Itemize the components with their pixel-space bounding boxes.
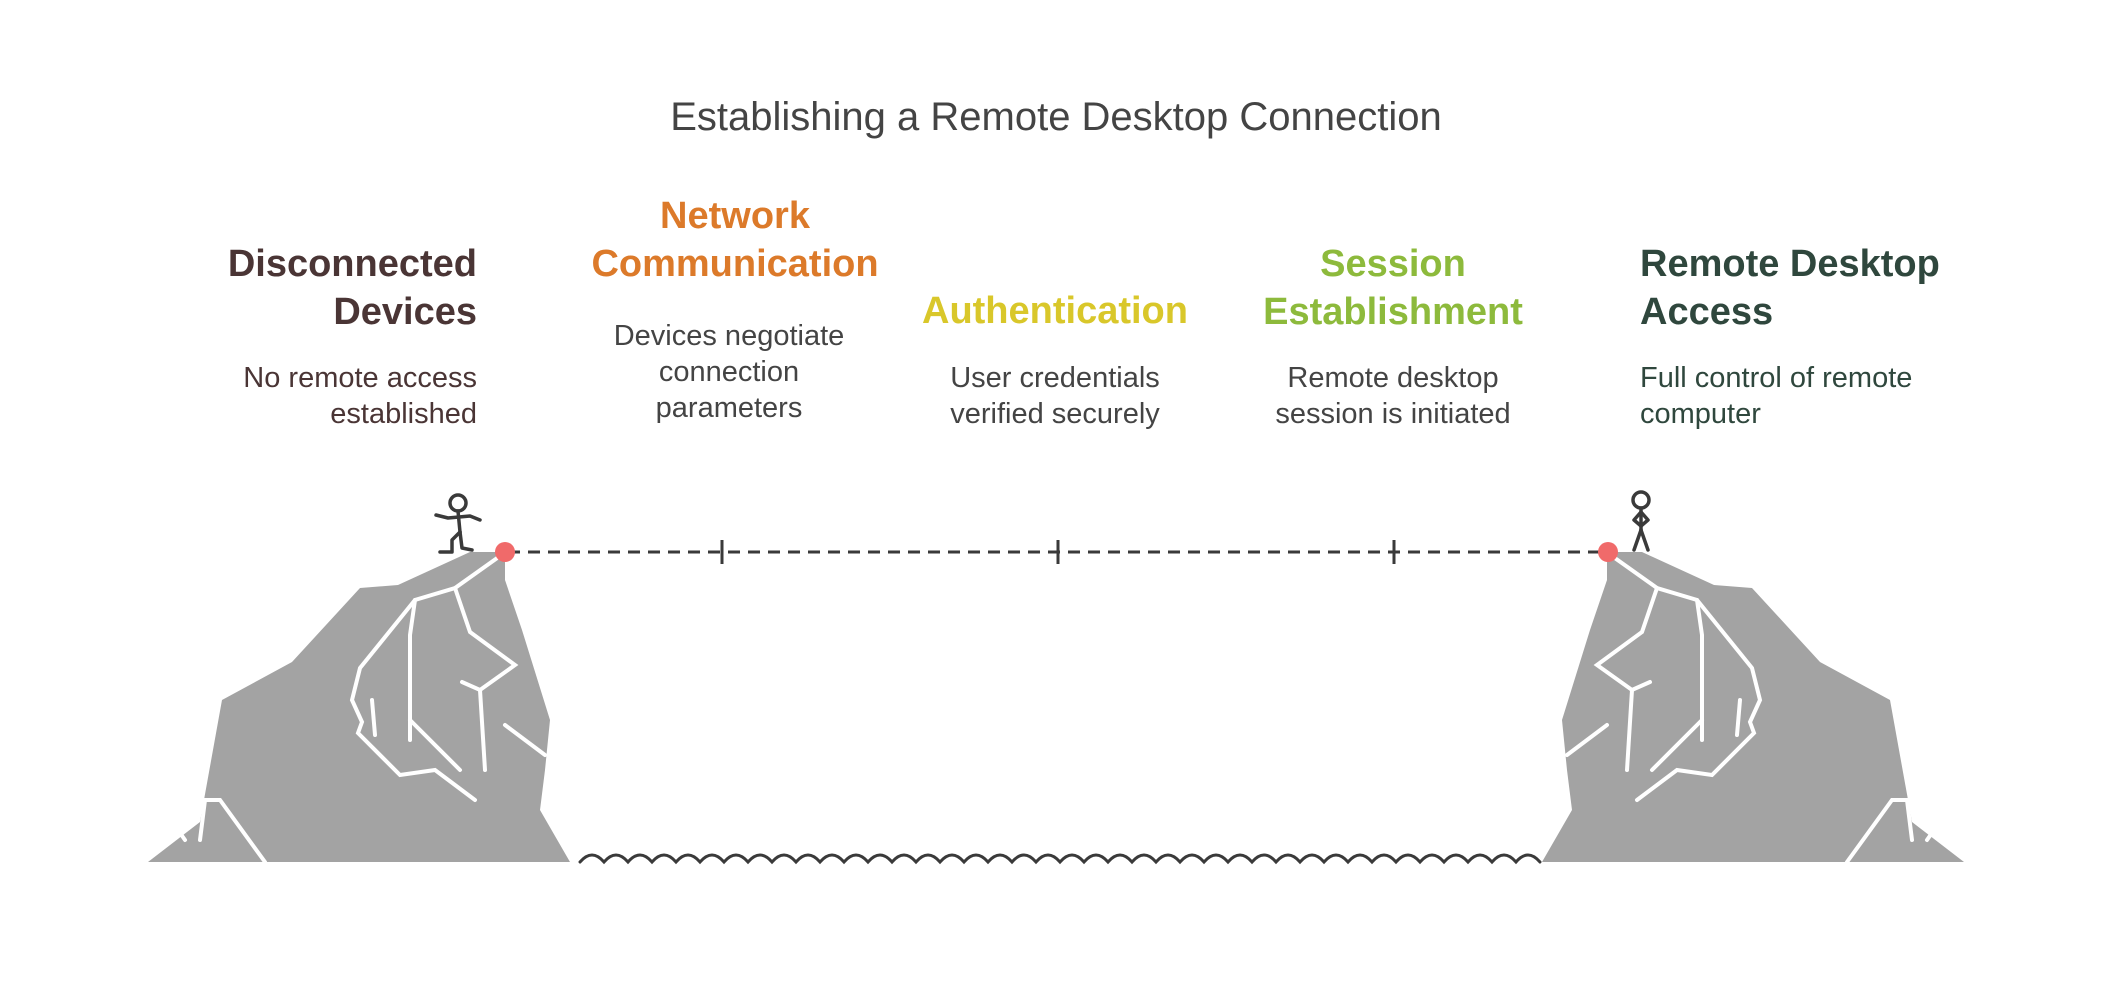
- cliff-right-icon: [1542, 552, 1964, 864]
- person-standing-icon: [1631, 490, 1651, 552]
- step-desc-disconnected-devices: No remote access established: [243, 362, 477, 430]
- step-desc-remote-desktop-access: Full control of remote computer: [1640, 362, 1913, 430]
- diagram-title: Establishing a Remote Desktop Connection: [670, 95, 1442, 139]
- step-desc-session-establishment: Remote desktop session is initiated: [1275, 362, 1511, 430]
- step-title-remote-desktop-access: Remote Desktop Access: [1640, 243, 1940, 333]
- step-desc-network-communication: Devices negotiate connection parameters: [613, 320, 845, 424]
- step-title-authentication: Authentication: [922, 290, 1188, 332]
- step-desc-authentication: User credentials verified securely: [950, 362, 1160, 430]
- water-waves-icon: [578, 853, 1542, 865]
- endpoint-left-marker: [495, 542, 515, 562]
- endpoint-right-marker: [1598, 542, 1618, 562]
- person-stepping-icon: [434, 493, 482, 554]
- step-title-disconnected-devices: Disconnected Devices: [227, 243, 477, 333]
- step-title-session-establishment: Session Establishment: [1263, 243, 1523, 333]
- cliff-left-icon: [148, 552, 570, 864]
- rope-bridge-icon: [508, 540, 1606, 564]
- step-title-network-communication: Network Communication: [591, 195, 879, 285]
